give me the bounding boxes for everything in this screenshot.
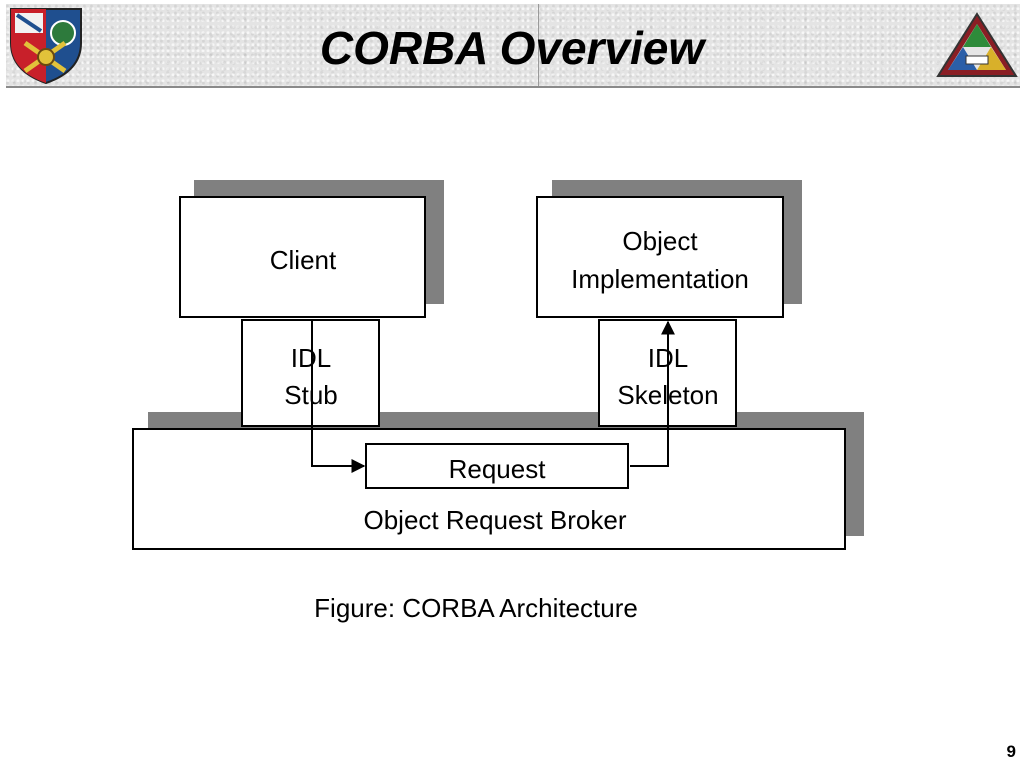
request-label: Request [449,454,547,484]
slide-title: CORBA Overview [319,22,705,74]
object-impl-box [536,196,784,318]
request-to-object-arrow [630,320,675,467]
page-number: 9 [1006,742,1016,761]
military-shield-crest-icon [10,8,82,85]
triangle-emblem-icon [936,12,1018,77]
client-box [179,196,426,318]
figure-caption: Figure: CORBA Architecture [314,593,638,623]
object-impl-label-line1: Object [622,226,698,256]
header-divider [538,4,539,86]
request-box [365,443,629,489]
header-banner [6,4,1020,88]
object-impl-label-line2: Implementation [571,264,749,294]
idl-stub-box [241,319,380,427]
orb-label: Object Request Broker [363,505,626,535]
client-label: Client [270,245,337,275]
client-to-request-arrow [311,320,366,473]
